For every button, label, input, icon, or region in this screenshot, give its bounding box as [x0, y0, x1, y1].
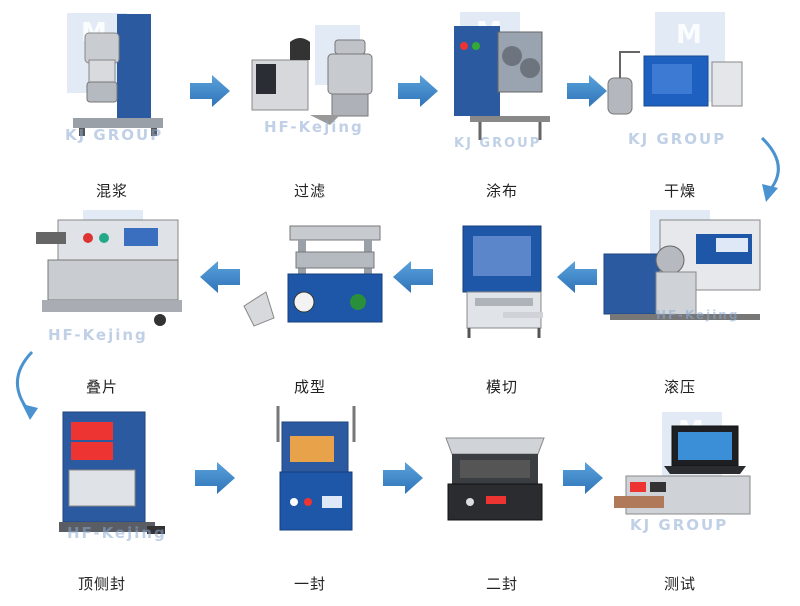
step-3-coating: M KJ GROUP — [440, 12, 565, 151]
step-label: 混浆 — [95, 182, 128, 200]
step-10-first-seal — [268, 402, 368, 542]
arrow-right-1 — [190, 75, 230, 107]
step-7-die-cutting — [455, 220, 555, 342]
arrow-curve-left-head — [22, 404, 38, 420]
watermark-text: HF-Kejing — [67, 524, 167, 542]
watermark-text: HF-Kejing — [656, 308, 740, 322]
step-5-stacking: HF-Kejing — [28, 210, 188, 350]
step-label: 一封 — [293, 575, 326, 593]
oven-machine-icon — [607, 51, 743, 115]
arrow-right-4 — [195, 462, 235, 494]
top-side-sealer-icon — [59, 411, 165, 534]
stacking-machine-icon — [36, 219, 182, 326]
arrow-right-2 — [398, 75, 438, 107]
second-sealer-icon — [445, 437, 545, 521]
watermark-text: KJ GROUP — [628, 130, 727, 148]
step-label: 二封 — [485, 575, 518, 593]
arrow-curve-left — [15, 350, 34, 411]
battery-tester-icon — [614, 425, 751, 515]
step-label: 干燥 — [663, 182, 696, 200]
arrow-curve-right — [760, 136, 780, 191]
step-label: 模切 — [485, 378, 518, 396]
watermark-text: KJ GROUP — [630, 516, 729, 534]
step-label: 成型 — [293, 378, 326, 396]
arrow-left-1 — [557, 261, 597, 293]
die-cutter-icon — [462, 225, 543, 338]
watermark-text: HF-Kejing — [264, 118, 364, 136]
step-1-mixing: M KJ GROUP — [55, 8, 185, 148]
step-4-drying: M KJ GROUP — [600, 12, 760, 150]
step-label: 测试 — [663, 575, 696, 593]
watermark-text: KJ GROUP — [454, 136, 542, 151]
watermark-text: HF-Kejing — [48, 326, 148, 344]
coater-machine-icon — [454, 26, 550, 140]
arrow-left-2 — [393, 261, 433, 293]
step-12-testing: M KJ GROUP — [610, 412, 760, 542]
arrow-curve-right-head — [762, 184, 778, 202]
step-label: 滚压 — [663, 378, 696, 396]
step-2-filtering: HF-Kejing — [240, 20, 390, 145]
arrow-left-3 — [200, 261, 240, 293]
filter-machine-icon — [251, 38, 373, 125]
step-9-top-side-seal: HF-Kejing — [55, 408, 180, 548]
roller-press-icon — [603, 219, 761, 320]
watermark-text: KJ GROUP — [65, 126, 164, 144]
arrow-right-3 — [567, 75, 607, 107]
first-sealer-icon — [276, 406, 356, 531]
step-label: 涂布 — [485, 182, 518, 200]
step-8-rolling: HF-Kejing — [600, 210, 765, 340]
arrow-right-5 — [383, 462, 423, 494]
mixer-machine-icon — [73, 14, 163, 136]
arrow-right-6 — [563, 462, 603, 494]
step-label: 顶侧封 — [77, 575, 126, 593]
step-11-second-seal — [440, 430, 550, 530]
step-label: 过滤 — [293, 182, 326, 200]
step-label: 叠片 — [85, 378, 118, 396]
step-6-forming — [240, 222, 390, 337]
forming-press-icon — [243, 225, 383, 327]
